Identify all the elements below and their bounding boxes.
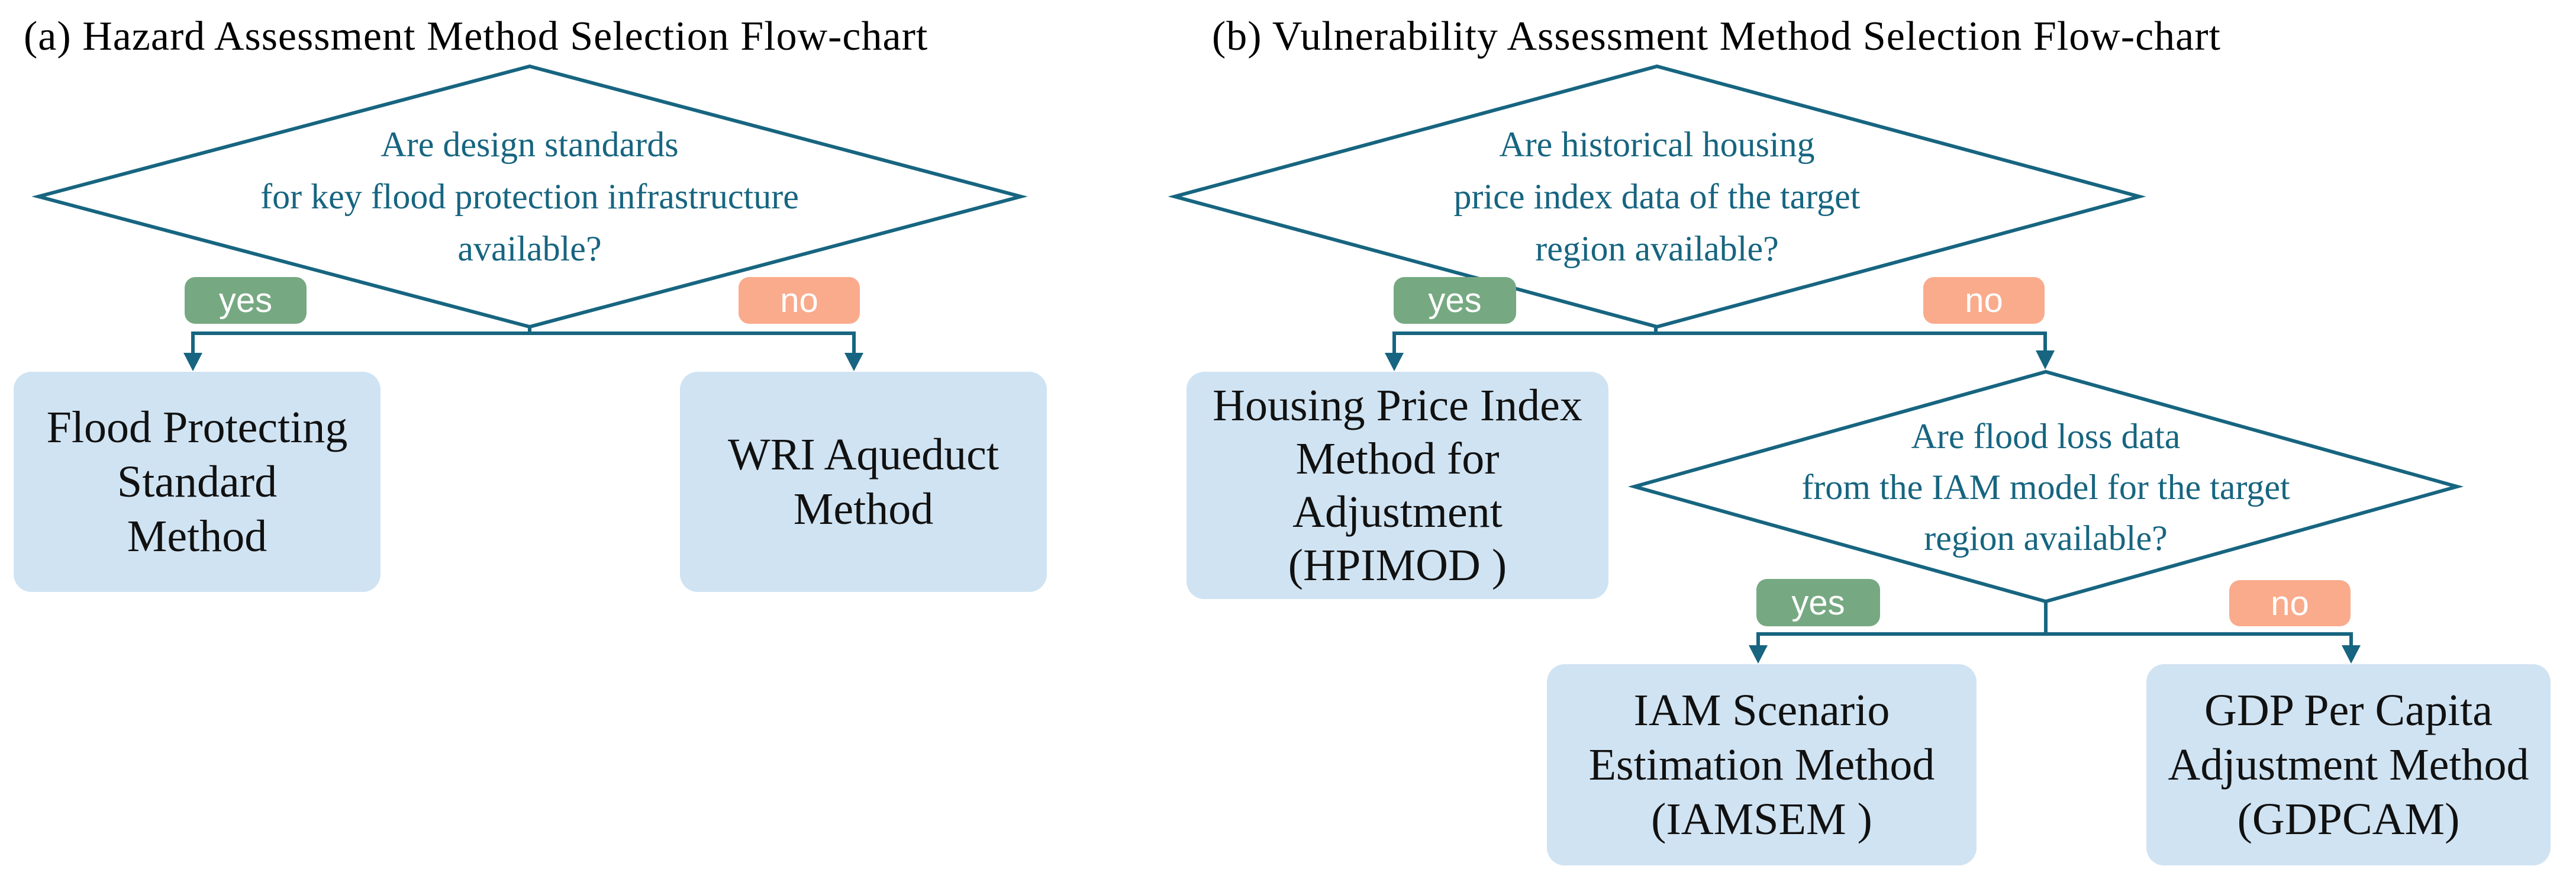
yes-badge-b2: yes [1756,579,1880,626]
result-box-hpimod: Housing Price Index Method for Adjustmen… [1187,372,1608,599]
decision-diamond-b2 [1627,369,2464,604]
yes-badge-b1: yes [1394,277,1516,324]
result-line: Method for [1295,434,1500,484]
result-line: IAM Scenario [1633,685,1890,735]
result-box-gdpcam: GDP Per Capita Adjustment Method (GDPCAM… [2146,664,2551,865]
result-line: Housing Price Index [1213,381,1582,430]
connector-b2 [1756,600,2353,648]
result-box-flood-protecting-standard-method: Flood Protecting Standard Method [14,372,381,592]
result-line: (GDPCAM) [2237,794,2460,844]
result-line: WRI Aqueduct [727,430,999,479]
arrowhead-b2-no [2342,645,2361,664]
connector-a [191,326,856,355]
result-line: GDP Per Capita [2204,685,2493,735]
yes-badge-a: yes [185,277,307,324]
panel-a-title: (a) Hazard Assessment Method Selection F… [24,14,928,59]
no-badge-b2: no [2229,580,2351,626]
result-line: Method [793,484,934,534]
panel-b-title: (b) Vulnerability Assessment Method Sele… [1212,14,2221,59]
connector-b1 [1392,326,2047,355]
result-line: Adjustment [1292,487,1503,537]
arrowhead-b2-yes [1749,645,1768,664]
result-line: Method [127,511,267,561]
result-line: Adjustment Method [2168,740,2529,790]
arrowhead-b1-yes [1385,353,1404,371]
no-badge-a: no [739,277,860,324]
arrowhead-b1-no [2036,350,2055,369]
result-box-iamsem: IAM Scenario Estimation Method (IAMSEM ) [1547,664,1977,865]
result-line: (IAMSEM ) [1651,794,1872,844]
result-line: Flood Protecting [46,403,348,452]
result-line: Standard [117,457,278,507]
arrowhead-a-no [844,353,863,371]
arrowhead-a-yes [183,353,202,371]
result-line: Estimation Method [1588,740,1935,790]
result-line: (HPIMOD ) [1288,540,1507,590]
result-box-wri-aqueduct-method: WRI Aqueduct Method [680,372,1047,592]
no-badge-b1: no [1923,277,2045,324]
